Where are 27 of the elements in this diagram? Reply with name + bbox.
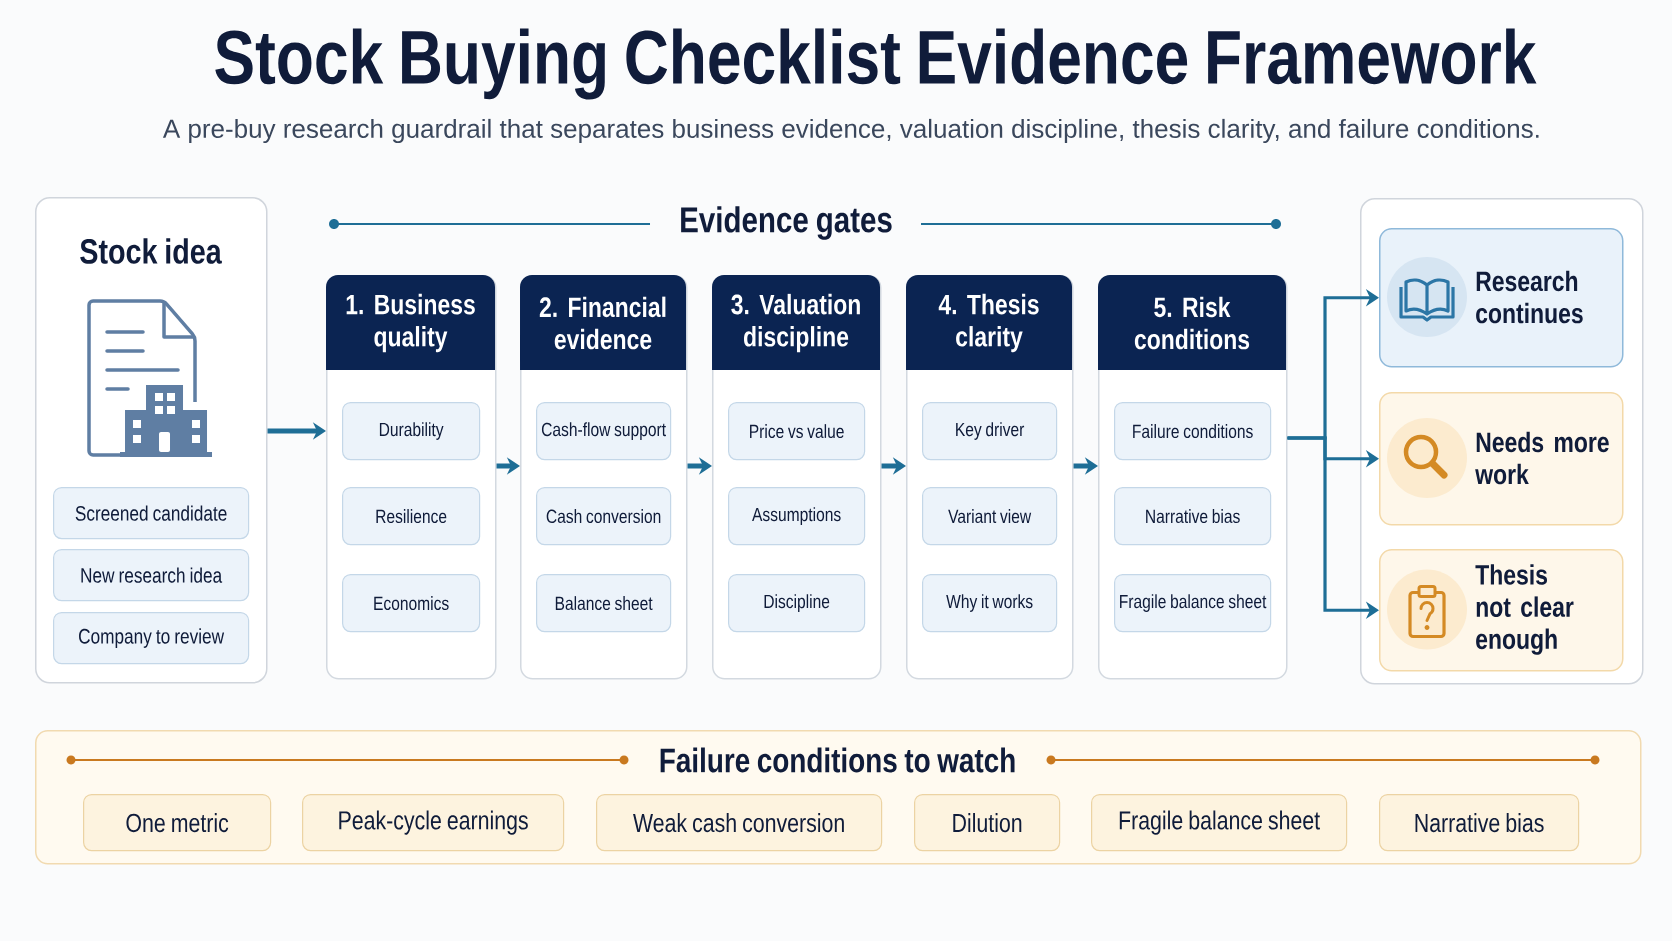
item-box: Key driver: [922, 402, 1058, 461]
item-box: Variant view: [922, 487, 1058, 546]
subtitle: A pre-buy research guardrail that separates business evidence, valuation discipline, thesis clarity, and failure conditions.: [162, 118, 1539, 144]
item-box: Cash conversion: [536, 487, 672, 546]
item-box: Why it works: [922, 574, 1058, 633]
title: Stock Buying Checklist Evidence Framework: [215, 28, 1537, 100]
warning-box: Weak cash conversion: [596, 794, 883, 852]
item-box: Assumptions: [728, 487, 866, 546]
item-box: Resilience: [342, 487, 481, 546]
item-box: Durability: [342, 402, 481, 461]
section-heading: Evidence gates: [681, 206, 892, 240]
item-box: New research idea: [53, 549, 250, 602]
warning-box: Peak-cycle earnings: [302, 794, 565, 852]
warning-box: Narrative bias: [1379, 794, 1580, 852]
item-box: Fragile balance sheet: [1114, 574, 1272, 633]
item-box: Screened candidate: [53, 487, 250, 540]
item-box: Price vs value: [728, 402, 866, 461]
item-box: Narrative bias: [1114, 487, 1272, 546]
item-box: Discipline: [728, 574, 866, 633]
warning-box: Fragile balance sheet: [1091, 794, 1348, 852]
item-box: Cash-flow support: [536, 402, 672, 461]
item-box: Failure conditions: [1114, 402, 1272, 461]
item-box: Economics: [342, 574, 481, 633]
item-box: Company to review: [53, 612, 250, 665]
item-box: Balance sheet: [536, 574, 672, 633]
warning-box: One metric: [83, 794, 272, 852]
warning-box: Dilution: [914, 794, 1061, 852]
